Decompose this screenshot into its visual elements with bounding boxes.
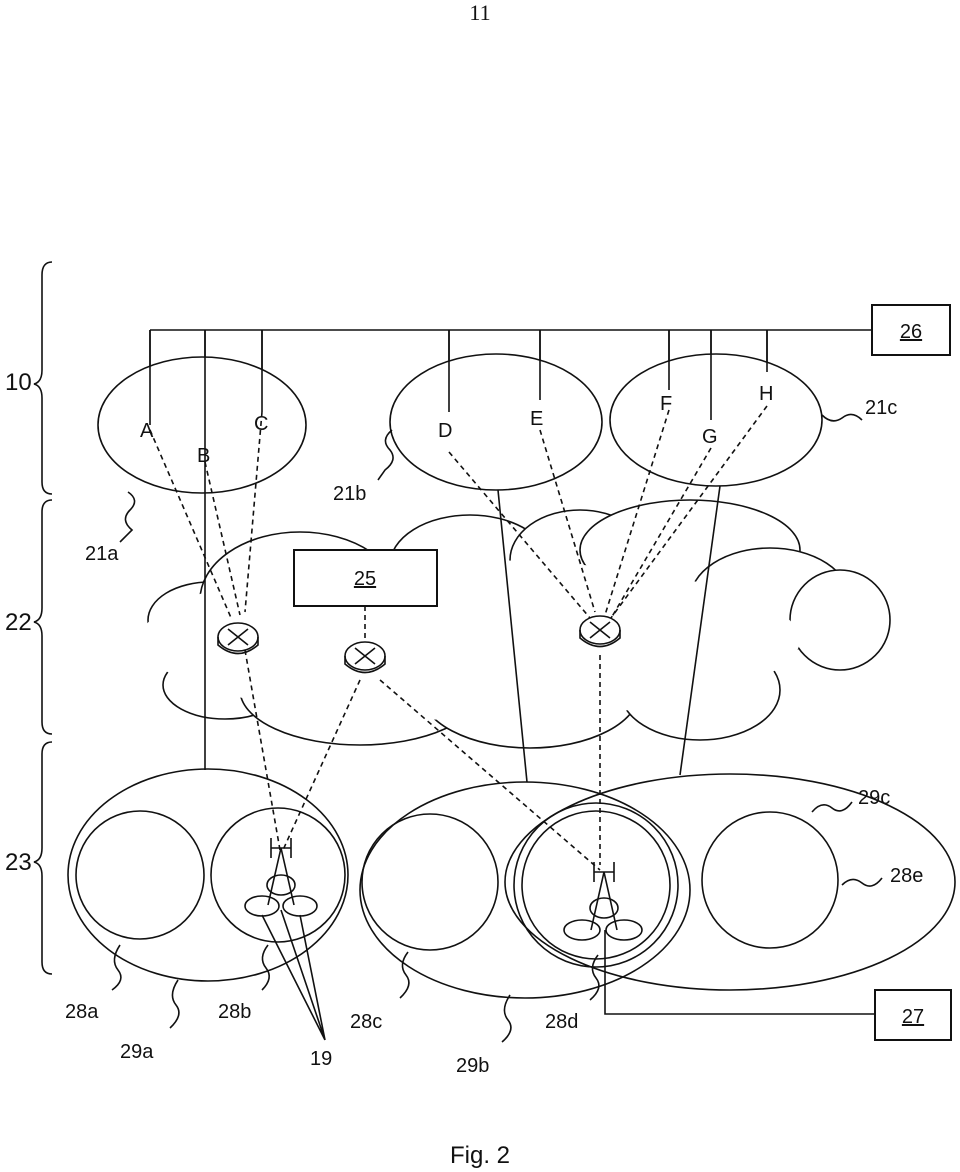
- area-21a: [97, 356, 307, 494]
- page-number: 11: [469, 0, 491, 25]
- label-21b: 21b: [333, 483, 366, 505]
- cell-28b: [210, 807, 346, 943]
- label-layer-22: 22: [5, 609, 32, 636]
- label-28c: 28c: [350, 1011, 382, 1033]
- brace-layer-23: [33, 741, 53, 975]
- box-26: [871, 304, 951, 356]
- area-21b: [389, 353, 603, 491]
- area-21c: [609, 353, 823, 487]
- cell-28c: [361, 813, 499, 951]
- box-26-label: 26: [900, 321, 922, 343]
- cell-28d-outer: [513, 802, 679, 968]
- label-28b: 28b: [218, 1001, 251, 1023]
- router-icon: [344, 641, 386, 674]
- label-21c: 21c: [865, 397, 897, 419]
- label-29a: 29a: [120, 1041, 154, 1063]
- label-layer-10: 10: [5, 369, 32, 396]
- router-icon: [217, 622, 259, 655]
- box-25-label: 25: [354, 568, 376, 590]
- node-G: G: [702, 426, 718, 448]
- base-station-icon: [244, 838, 318, 917]
- network-cloud: [140, 499, 891, 749]
- label-19: 19: [310, 1048, 332, 1070]
- label-28e: 28e: [890, 865, 923, 887]
- node-A: A: [140, 420, 154, 442]
- brace-layer-22: [33, 499, 53, 735]
- box-25: [293, 549, 438, 607]
- node-H: H: [759, 383, 773, 405]
- label-29c: 29c: [858, 787, 890, 809]
- label-29b: 29b: [456, 1055, 489, 1077]
- router-icon: [579, 615, 621, 648]
- box-27: [874, 989, 952, 1041]
- label-28a: 28a: [65, 1001, 99, 1023]
- dashed-links: [149, 405, 768, 871]
- node-E: E: [530, 408, 543, 430]
- label-21a: 21a: [85, 543, 119, 565]
- node-D: D: [438, 420, 452, 442]
- cell-28e: [701, 811, 839, 949]
- cell-28a: [75, 810, 205, 940]
- area-29b: [359, 781, 691, 999]
- label-28d: 28d: [545, 1011, 578, 1033]
- box-27-label: 27: [902, 1006, 924, 1028]
- base-station-icon: [563, 862, 643, 941]
- node-F: F: [660, 393, 672, 415]
- label-layer-23: 23: [5, 849, 32, 876]
- figure-caption: Fig. 2: [450, 1142, 510, 1169]
- node-B: B: [197, 445, 210, 467]
- area-29a: [67, 768, 349, 982]
- area-29c: [504, 773, 956, 991]
- brace-layer-10: [33, 261, 53, 495]
